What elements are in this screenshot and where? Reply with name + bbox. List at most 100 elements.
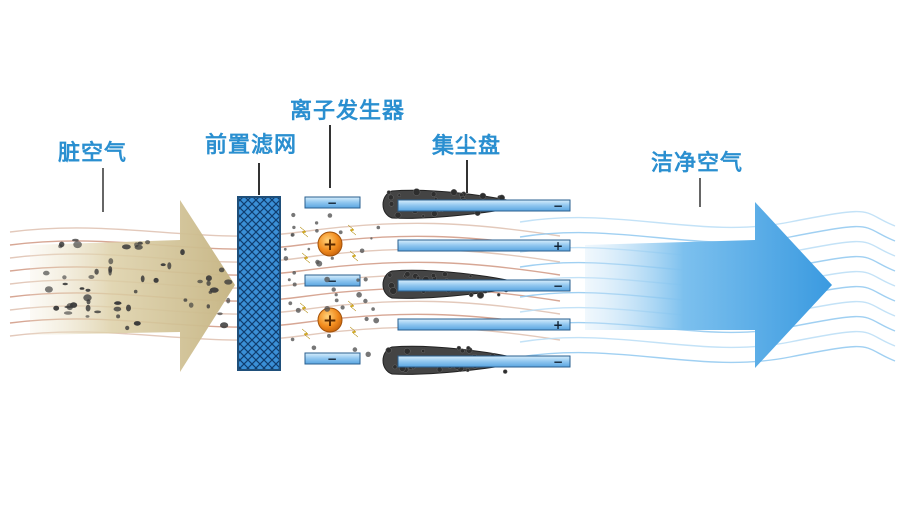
dust-particle bbox=[126, 304, 131, 312]
collector-label: 集尘盘 bbox=[432, 134, 502, 159]
collector-plates: −+−+− bbox=[382, 188, 571, 375]
dust-particle bbox=[387, 272, 393, 278]
dust-particle bbox=[206, 304, 210, 309]
dust-particle bbox=[479, 192, 487, 200]
clean-air-arrow bbox=[585, 202, 832, 368]
dust-particle bbox=[108, 266, 113, 273]
spark-icon bbox=[299, 302, 309, 314]
collector-plate bbox=[397, 279, 571, 292]
dust-particle bbox=[283, 247, 287, 251]
dust-particle bbox=[450, 189, 458, 196]
dust-particle bbox=[476, 291, 485, 299]
collector-plate-sign: + bbox=[553, 239, 563, 253]
dust-particle bbox=[220, 322, 229, 329]
dust-particle bbox=[288, 301, 293, 306]
dust-particle bbox=[496, 293, 501, 297]
dust-particle bbox=[373, 317, 380, 324]
dust-particle bbox=[421, 214, 426, 218]
dust-particle bbox=[338, 230, 343, 235]
dust-particle bbox=[44, 286, 53, 293]
dust-particle bbox=[133, 289, 138, 294]
dust-particle bbox=[140, 275, 145, 283]
dust-particle bbox=[456, 345, 462, 351]
dust-particle bbox=[290, 337, 295, 342]
dust-particle bbox=[290, 233, 294, 237]
dust-particle bbox=[307, 247, 311, 251]
dust-particle bbox=[397, 193, 402, 197]
collector-plate-sign: − bbox=[553, 199, 563, 213]
dust-particle bbox=[94, 310, 102, 314]
collector-plate-sign: − bbox=[553, 355, 563, 369]
dust-particle bbox=[404, 271, 411, 278]
dust-particle bbox=[316, 260, 323, 267]
dust-particle bbox=[145, 240, 151, 245]
dust-particle bbox=[188, 302, 194, 308]
dust-particle bbox=[386, 190, 392, 195]
dirty-air-arrow bbox=[30, 200, 235, 372]
dust-particle bbox=[412, 188, 421, 196]
dust-particle bbox=[376, 225, 381, 230]
collector-plate-sign: − bbox=[553, 279, 563, 293]
dust-particle bbox=[311, 345, 317, 351]
dust-particle bbox=[167, 262, 172, 270]
dust-particle bbox=[226, 297, 231, 304]
dust-particle bbox=[292, 225, 296, 230]
dust-particle bbox=[363, 277, 368, 282]
dust-particle bbox=[114, 301, 122, 305]
spark-icon bbox=[349, 326, 359, 338]
dust-particle bbox=[72, 238, 79, 242]
dust-particle bbox=[359, 248, 365, 254]
dust-particle bbox=[356, 278, 360, 282]
dust-particle bbox=[371, 307, 375, 311]
dust-particle bbox=[421, 349, 426, 353]
dust-particle bbox=[292, 271, 297, 275]
collector-plate bbox=[397, 355, 571, 368]
dust-particle bbox=[88, 275, 95, 279]
dust-particle bbox=[183, 298, 188, 302]
dust-particle bbox=[364, 316, 369, 322]
ion-sign: + bbox=[323, 311, 337, 331]
ion-plate-sign: − bbox=[327, 274, 337, 288]
dust-particle bbox=[291, 212, 296, 218]
dust-particle bbox=[295, 307, 301, 313]
dust-particle bbox=[116, 314, 121, 319]
dust-particle bbox=[430, 191, 437, 197]
scattered-dust bbox=[283, 212, 381, 357]
dust-particle bbox=[324, 276, 330, 283]
dust-particle bbox=[208, 290, 213, 294]
dust-particle bbox=[108, 258, 114, 265]
dirty-air-label: 脏空气 bbox=[58, 141, 128, 166]
dust-particle bbox=[430, 273, 436, 279]
dust-particle bbox=[85, 304, 91, 312]
ion-circle bbox=[317, 307, 343, 333]
collector-plate bbox=[397, 239, 571, 252]
dust-particle bbox=[125, 325, 130, 331]
prefilter-label: 前置滤网 bbox=[205, 133, 298, 158]
clean-streamline bbox=[519, 330, 896, 349]
dust-particle bbox=[356, 292, 362, 298]
collector-plate bbox=[397, 199, 571, 212]
dust-particle bbox=[85, 288, 91, 292]
ion-particles: ++ bbox=[299, 224, 359, 340]
clean-streamline bbox=[519, 225, 896, 244]
dust-particle bbox=[314, 221, 319, 225]
dust-particle bbox=[460, 348, 465, 354]
dust-particle bbox=[416, 275, 421, 280]
dust-particle bbox=[63, 311, 73, 315]
dust-particle bbox=[94, 268, 99, 275]
dust-particle bbox=[334, 293, 338, 297]
clean-streamline bbox=[519, 210, 896, 229]
spark-icon bbox=[301, 252, 311, 264]
dust-particle bbox=[153, 277, 159, 283]
positive-ion: + bbox=[299, 300, 359, 340]
dust-particle bbox=[330, 256, 334, 260]
dust-particle bbox=[465, 368, 470, 373]
dust-particle bbox=[85, 315, 90, 318]
dirty-streamline bbox=[9, 222, 561, 237]
ion-sign: + bbox=[323, 235, 337, 255]
dust-particle bbox=[315, 229, 319, 233]
dirty-streamline bbox=[9, 235, 561, 250]
dust-particle bbox=[113, 306, 122, 312]
dust-particle bbox=[442, 271, 448, 277]
